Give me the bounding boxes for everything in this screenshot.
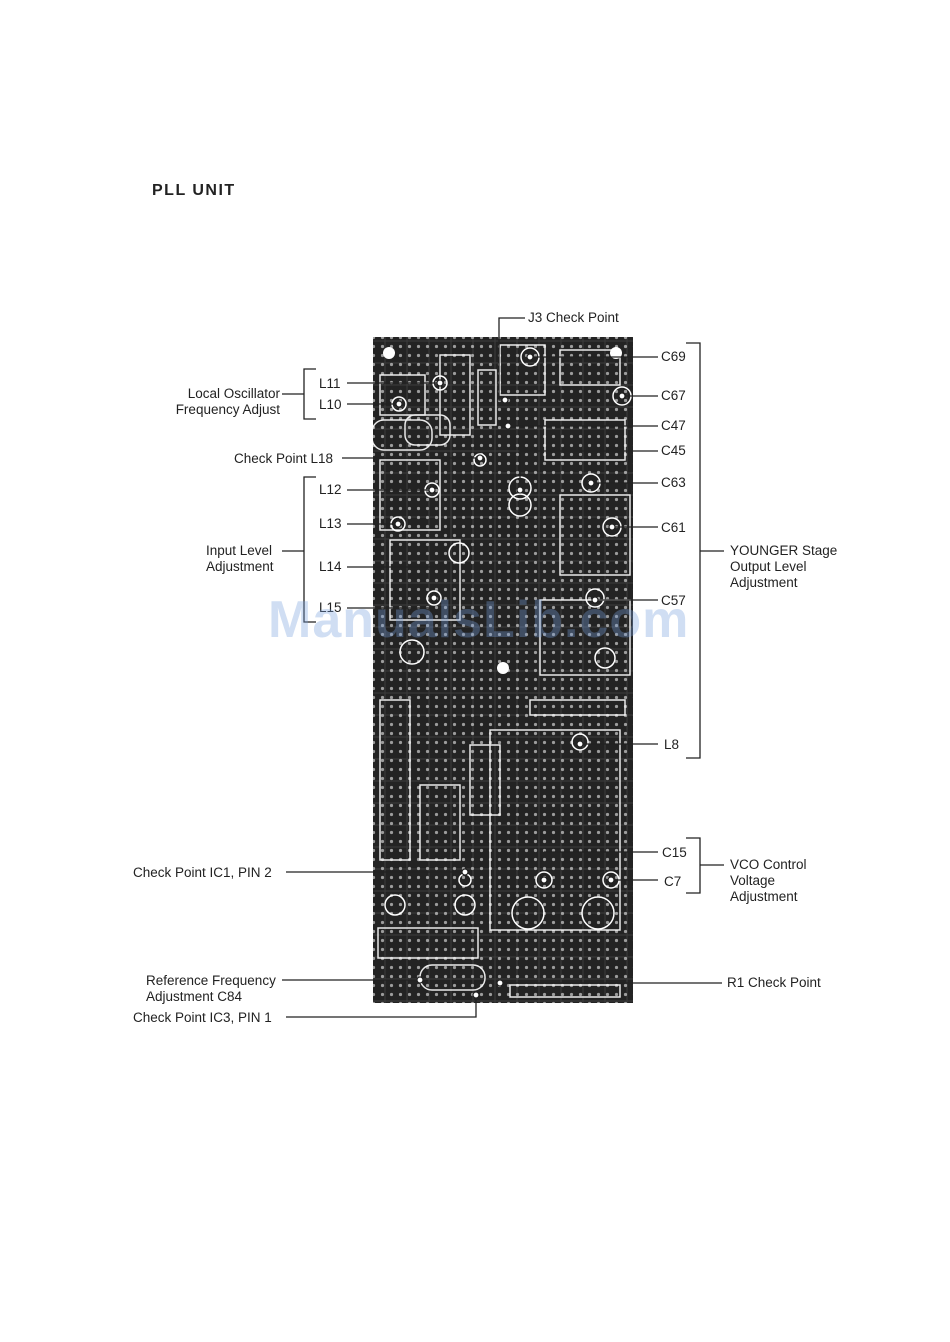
label-c69: C69 <box>661 349 686 364</box>
label-c57: C57 <box>661 593 686 608</box>
local-osc-line-1: Local Oscillator <box>187 386 280 401</box>
input-level-line-1: Input Level <box>206 543 273 558</box>
vco-line-3: Adjustment <box>730 889 798 904</box>
label-check-point-ic3: Check Point IC3, PIN 1 <box>133 1010 272 1025</box>
label-c61: C61 <box>661 520 686 535</box>
label-c67: C67 <box>661 388 686 403</box>
label-reference-frequency: Reference Frequency Adjustment C84 <box>146 973 276 1005</box>
label-j3-check-point: J3 Check Point <box>528 310 619 325</box>
label-c45: C45 <box>661 443 686 458</box>
label-younger-stage: YOUNGER Stage Output Level Adjustment <box>730 543 837 591</box>
younger-line-2: Output Level <box>730 559 807 574</box>
label-l14: L14 <box>319 559 342 574</box>
vco-line-2: Voltage <box>730 873 776 888</box>
vco-line-1: VCO Control <box>730 857 807 872</box>
ref-line-1: Reference Frequency <box>146 973 276 988</box>
label-l8: L8 <box>664 737 680 752</box>
label-l10: L10 <box>319 397 342 412</box>
label-l11: L11 <box>319 376 341 391</box>
label-c15: C15 <box>662 845 687 860</box>
label-vco-control: VCO Control Voltage Adjustment <box>730 857 807 905</box>
label-check-point-l18: Check Point L18 <box>234 451 334 466</box>
label-c63: C63 <box>661 475 686 490</box>
label-local-oscillator: Local Oscillator Frequency Adjust <box>176 386 280 418</box>
label-l13: L13 <box>319 516 342 531</box>
younger-line-3: Adjustment <box>730 575 798 590</box>
younger-line-1: YOUNGER Stage <box>730 543 838 558</box>
watermark: ManualsLib.com <box>268 591 690 649</box>
label-c7: C7 <box>664 874 682 889</box>
page-title: PLL UNIT <box>152 182 236 199</box>
input-level-line-2: Adjustment <box>206 559 274 574</box>
ref-line-2: Adjustment C84 <box>146 989 243 1004</box>
label-l15: L15 <box>319 600 342 615</box>
label-c47: C47 <box>661 418 686 433</box>
local-osc-line-2: Frequency Adjust <box>175 402 280 417</box>
label-input-level: Input Level Adjustment <box>206 543 274 575</box>
label-r1-check-point: R1 Check Point <box>727 975 821 990</box>
label-check-point-ic1: Check Point IC1, PIN 2 <box>133 865 272 880</box>
label-l12: L12 <box>319 482 342 497</box>
